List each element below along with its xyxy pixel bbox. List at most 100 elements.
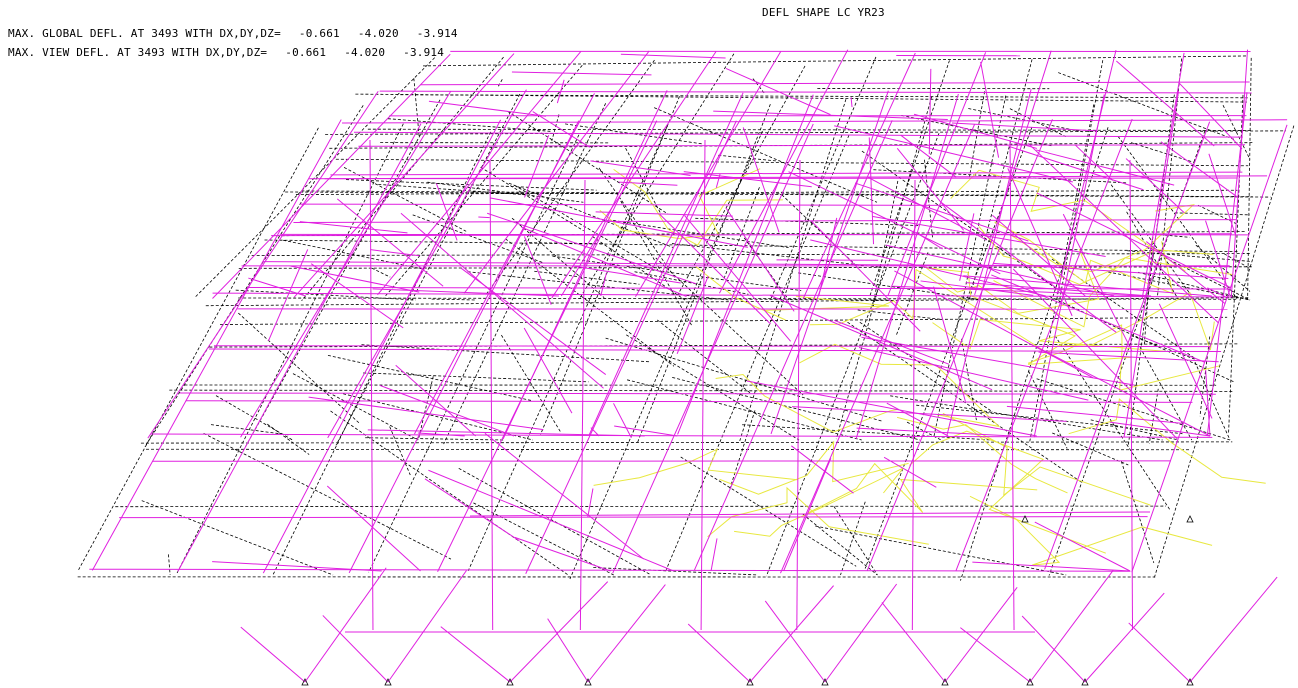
base-beam [469,511,1151,517]
highlight-member [942,412,1151,506]
deformed-girder [780,124,975,574]
deformed-brace [684,215,792,342]
deformed-brace [928,68,932,155]
deformed-girder [588,92,744,436]
deformed-brace [523,327,573,414]
undeformed-brace [654,107,878,203]
undeformed-beam [205,297,1249,307]
undeformed-brace [870,180,899,315]
deformed-girder [693,120,893,571]
undeformed-girder [1048,130,1206,576]
deformed-brace [1006,405,1183,424]
deformed-brace [524,134,550,198]
undeformed-brace [467,271,729,301]
deformed-beam [342,119,1288,124]
undeformed-beam [115,505,1166,508]
deformed-girder [212,53,451,299]
undeformed-brace [1197,204,1237,225]
undeformed-brace [1164,257,1251,301]
support-brace [749,585,834,683]
undeformed-brace [266,423,310,455]
undeformed-brace [1052,432,1129,466]
undeformed-beam [295,189,1238,195]
undeformed-brace [431,298,477,301]
undeformed-brace [378,183,526,196]
deformed-brace [1178,82,1243,150]
highlight-member [809,268,1054,358]
deformed-girder [866,119,1053,571]
undeformed-brace [815,525,1067,576]
highlight-member [993,257,1234,328]
deformed-brace [1205,369,1211,437]
highlight-member [1068,398,1266,484]
deformed-brace [858,347,1089,401]
undeformed-girder [443,103,607,445]
deformed-brace [868,177,987,241]
global-dy-value: -4.020 [357,27,399,40]
deformed-beam [420,81,1250,86]
deformed-brace [913,113,1037,149]
undeformed-brace [330,410,569,576]
undeformed-brace [473,502,614,576]
undeformed-brace [859,321,993,413]
deformed-brace [595,211,733,217]
deformed-brace [883,456,937,488]
deformed-brace [715,173,721,188]
deformed-column [369,139,374,631]
undeformed-beam [169,389,1233,392]
deformed-girder [612,123,814,574]
support-triangle-icon [1081,678,1089,686]
highlight-member [932,318,1165,352]
deformed-brace [1074,144,1114,181]
deformed-beam [208,348,1222,353]
undeformed-brace [968,91,986,178]
deformed-brace [1116,60,1215,147]
deformed-girder [1056,50,1117,295]
support-brace [1021,615,1086,683]
deformed-brace [872,215,1106,258]
undeformed-brace [605,337,884,422]
support-brace [1128,622,1191,683]
undeformed-girder [467,125,668,571]
undeformed-brace [345,179,597,191]
deformed-brace [336,198,444,287]
undeformed-brace [672,377,921,441]
undeformed-girder [194,57,436,298]
undeformed-brace [695,217,919,226]
undeformed-brace [655,257,804,396]
highlight-member [593,448,798,486]
undeformed-girder [569,130,763,580]
undeformed-girder [335,93,521,446]
undeformed-brace [427,181,584,203]
undeformed-girder [144,105,364,448]
undeformed-brace [723,187,760,278]
undeformed-girder [78,127,319,570]
deformed-brace [980,61,1000,158]
undeformed-brace [514,184,659,270]
highlight-member [921,248,1100,314]
deformed-brace [1008,145,1144,191]
highlight-member [1027,324,1220,391]
undeformed-brace [141,500,334,576]
undeformed-brace [363,372,589,383]
deformed-brace [614,425,678,437]
undeformed-brace [371,267,391,278]
deformed-girder [1131,124,1288,573]
deformed-brace [367,429,645,437]
deformed-brace [484,432,644,560]
deformed-brace [868,137,875,245]
undeformed-brace [626,379,862,441]
deformed-girder [240,90,452,438]
undeformed-girder [384,65,583,298]
support-nodes [301,515,1194,686]
deformed-brace [299,221,408,234]
highlight-member [707,486,929,545]
undeformed-brace [968,108,1083,133]
undeformed-brace [412,214,543,263]
deformed-brace [834,125,1073,183]
deformed-brace [725,207,795,312]
deformed-brace [310,263,404,329]
deformed-girder [177,123,422,572]
highlight-member [734,467,904,537]
